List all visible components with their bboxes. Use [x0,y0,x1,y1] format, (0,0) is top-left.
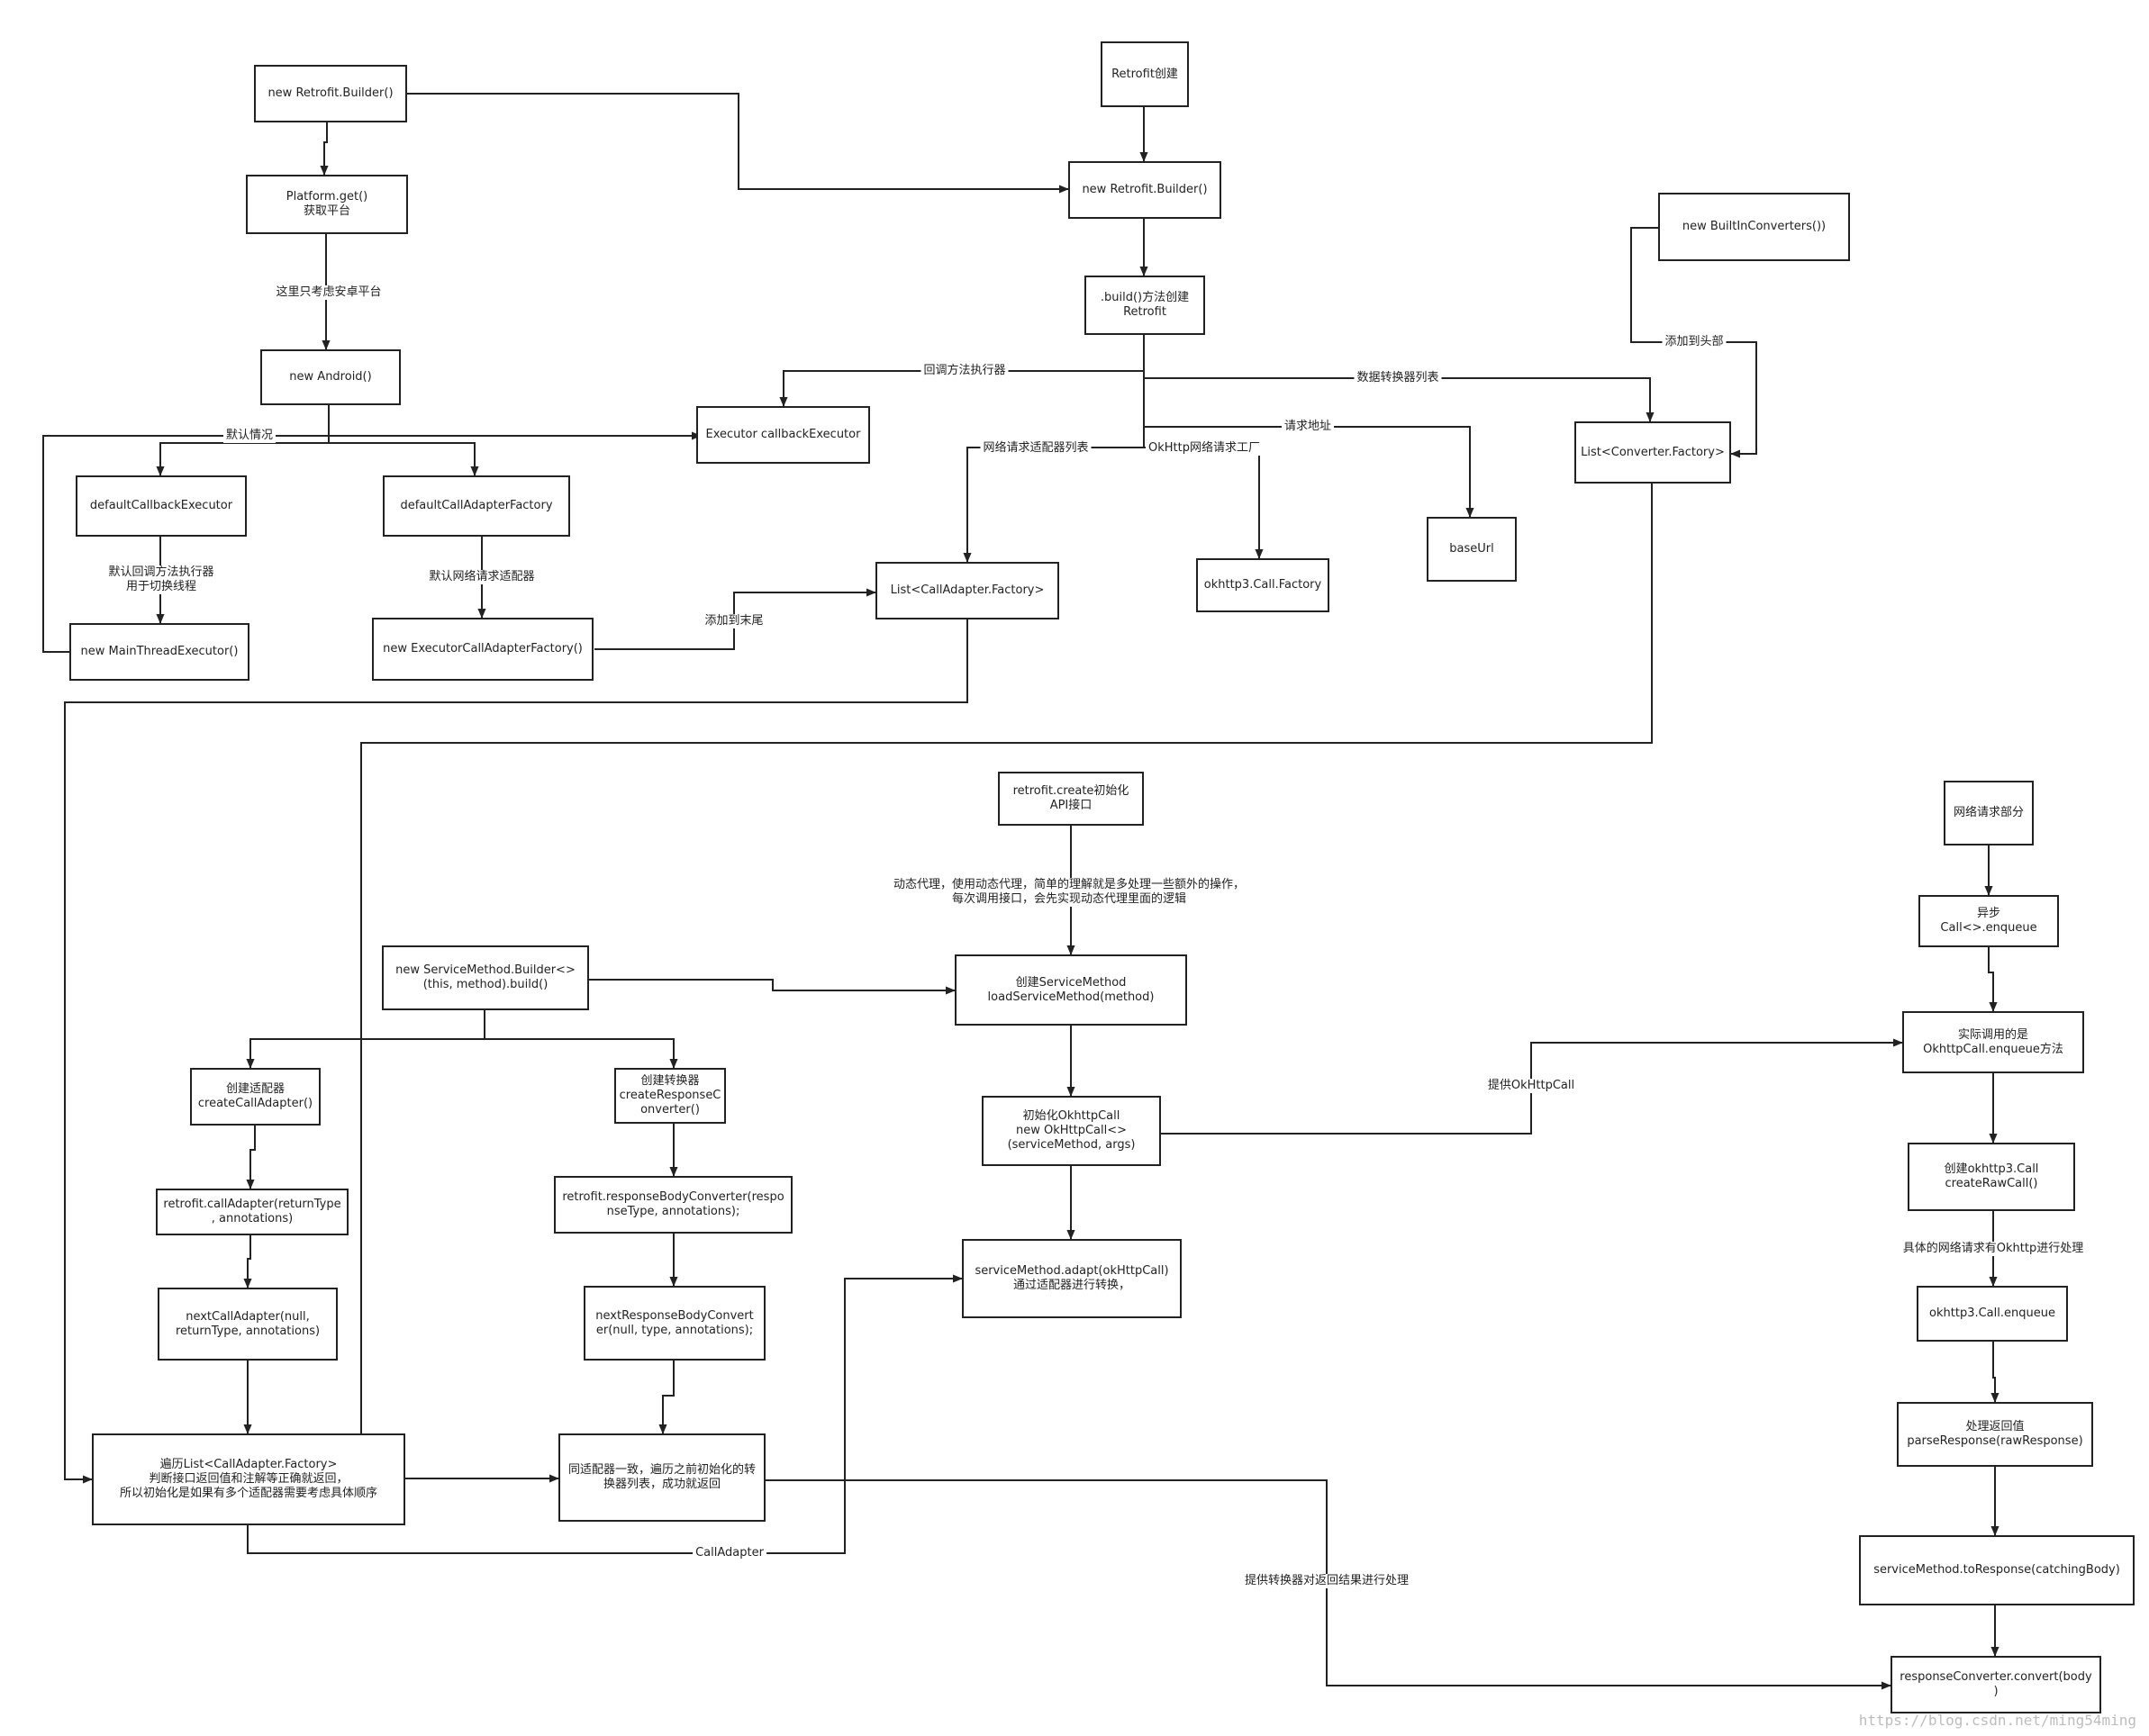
edge-label-append-to-end: 添加到末尾 [702,614,766,628]
create-response-converter-node: 创建转换器 createResponseC onverter() [614,1068,726,1124]
call-adapter-factory-list-node: List<CallAdapter.Factory> [875,562,1059,619]
connector-createadapter-to-calladapter [246,1126,256,1189]
connector-traverse-to-adapt [247,1274,963,1554]
connector-async-to-enqueue-impl [1988,947,1998,1012]
edge-label-okhttp-handles: 具体的网络请求有Okhttp进行处理 [1900,1242,2087,1256]
retrofit-builder-node-left: new Retrofit.Builder() [254,65,407,122]
connector-build-to-adapterlist [963,447,1144,563]
connector-builder-to-retrofit-builder [407,93,1069,194]
async-enqueue-node: 异步 Call<>.enqueue [1918,895,2059,947]
init-okhttp-call-node: 初始化OkhttpCall new OkHttpCall<> (serviceM… [982,1096,1161,1166]
connector-calladapter-to-nextcalladapter [243,1235,252,1288]
traverse-adapter-factory-node: 遍历List<CallAdapter.Factory> 判断接口返回值和注解等正… [92,1433,405,1525]
okhttp-call-enqueue-node: okhttp3.Call.enqueue [1917,1286,2068,1342]
edge-label-call-adapter: CallAdapter [693,1546,766,1560]
network-request-section-node: 网络请求部分 [1944,781,2034,845]
connector-android-to-executor [328,405,702,440]
platform-get-node: Platform.get() 获取平台 [246,175,408,234]
parse-response-node: 处理返回值 parseResponse(rawResponse) [1897,1402,2093,1467]
connector-okhttpenqueue-to-parse [1990,1342,1999,1403]
main-thread-executor-node: new MainThreadExecutor() [69,623,249,681]
default-callback-executor-node: defaultCallbackExecutor [76,475,247,537]
okhttp-call-factory-node: okhttp3.Call.Factory [1196,558,1329,612]
converter-factory-list-node: List<Converter.Factory> [1574,421,1731,484]
to-response-node: serviceMethod.toResponse(catchingBody) [1859,1535,2135,1605]
edge-label-default-call-adapter: 默认网络请求适配器 [426,570,538,584]
create-raw-call-node: 创建okhttp3.Call createRawCall() [1908,1143,2075,1211]
retrofit-create-api-node: retrofit.create初始化 API接口 [998,772,1144,826]
edge-label-dynamic-proxy: 动态代理，使用动态代理，简单的理解就是多处理一些额外的操作， 每次调用接口，会先… [890,878,1248,907]
connector-adapterlist-to-traverse [64,619,968,1484]
connector-android-to-default-factory [329,442,479,476]
service-method-adapt-node: serviceMethod.adapt(okHttpCall) 通过适配器进行转… [962,1239,1182,1318]
connector-servicebuilder-to-converter [485,1038,678,1069]
next-response-body-converter-node: nextResponseBodyConvert er(null, type, a… [584,1286,766,1361]
create-service-method-node: 创建ServiceMethod loadServiceMethod(method… [955,954,1187,1026]
connector-android-to-default-executor [156,436,330,476]
edge-label-default-callback-executor: 默认回调方法执行器 用于切换线程 [105,565,217,594]
next-call-adapter-node: nextCallAdapter(null, returnType, annota… [158,1288,338,1361]
base-url-node: baseUrl [1427,517,1517,582]
create-call-adapter-node: 创建适配器 createCallAdapter() [190,1068,321,1126]
traverse-converter-node: 同适配器一致，遍历之前初始化的转 换器列表，成功就返回 [558,1433,766,1522]
response-converter-convert-node: responseConverter.convert(body ) [1891,1656,2101,1713]
connector-nextbodyconverter-to-same [658,1361,675,1434]
edge-label-call-adapter-list: 网络请求适配器列表 [980,441,1092,456]
builtin-converters-node: new BuiltInConverters()) [1658,193,1850,261]
retrofit-call-adapter-node: retrofit.callAdapter(returnType , annota… [156,1189,349,1235]
callback-executor-node: Executor callbackExecutor [696,406,870,464]
connector-mainthread-loop [42,435,329,653]
new-android-node: new Android() [260,349,401,405]
connector-builder-to-platform [320,122,329,176]
edge-label-default-case: 默认情况 [222,429,277,443]
edge-label-provide-converter: 提供转换器对返回结果进行处理 [1241,1574,1412,1588]
retrofit-create-node: Retrofit创建 [1101,41,1189,107]
build-retrofit-node: .build()方法创建 Retrofit [1084,276,1205,335]
executor-call-adapter-factory-node: new ExecutorCallAdapterFactory() [372,618,594,681]
connector-converterlist-to-same [360,484,1653,1483]
default-call-adapter-factory-node: defaultCallAdapterFactory [383,475,570,537]
connector-servicebuilder-split [246,1010,485,1069]
response-body-converter-node: retrofit.responseBodyConverter(respo nse… [554,1176,793,1234]
edge-label-okhttp-factory: OkHttp网络请求工厂 [1146,441,1263,456]
edge-label-converter-list: 数据转换器列表 [1354,371,1442,385]
edge-label-callback-executor: 回调方法执行器 [920,364,1009,378]
edge-label-add-to-head: 添加到头部 [1662,335,1727,349]
edge-label-only-android: 这里只考虑安卓平台 [273,285,385,300]
service-method-builder-node: new ServiceMethod.Builder<> (this, metho… [382,945,589,1010]
connector-builder-to-servicemethod [589,979,956,995]
retrofit-builder-node-center: new Retrofit.Builder() [1068,161,1221,219]
okhttpcall-enqueue-node: 实际调用的是 OkhttpCall.enqueue方法 [1902,1011,2084,1073]
edge-label-provide-okhttpcall: 提供OkHttpCall [1484,1079,1578,1093]
watermark-text: https://blog.csdn.net/ming54ming [1858,1712,2136,1729]
edge-label-request-url: 请求地址 [1281,420,1335,434]
